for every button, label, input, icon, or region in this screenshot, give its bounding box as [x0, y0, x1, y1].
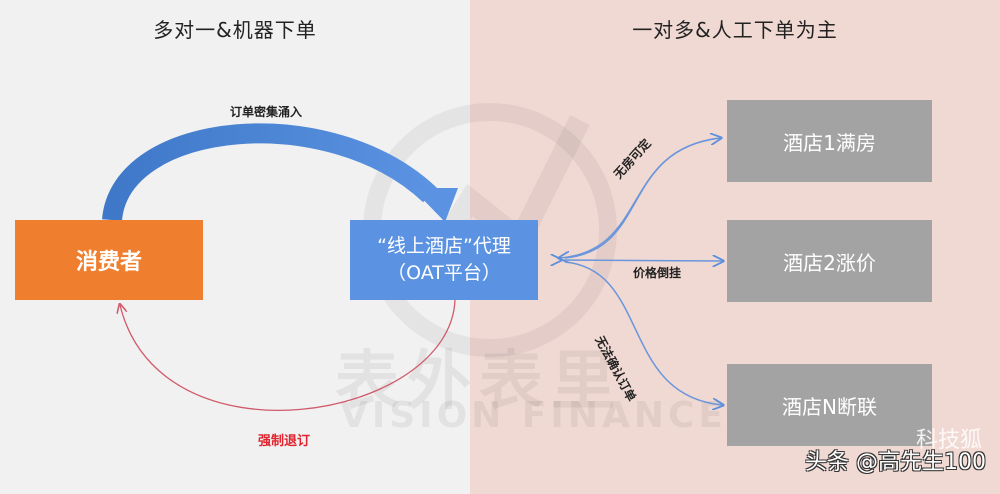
consumer-node: 消费者 — [15, 220, 203, 300]
watermark-en: VISION FINANCE — [340, 395, 727, 436]
hotel-node-2: 酒店2涨价 — [727, 220, 932, 302]
orders-flood-label: 订单密集涌入 — [230, 105, 303, 119]
platform-label-line1: “线上酒店”代理 — [377, 235, 511, 257]
forced-refund-label: 强制退订 — [258, 434, 311, 449]
hotel-label: 酒店1满房 — [783, 130, 876, 155]
hotel-node-1: 酒店1满房 — [727, 100, 932, 182]
left-section-title: 多对一&机器下单 — [153, 18, 317, 42]
platform-node: “线上酒店”代理 （OAT平台） — [350, 220, 538, 300]
right-section-title: 一对多&人工下单为主 — [632, 18, 838, 42]
hotel-label: 酒店2涨价 — [783, 250, 876, 275]
price-inversion-label: 价格倒挂 — [633, 266, 682, 280]
footer-credit: 头条 @高先生100 — [805, 450, 986, 475]
platform-label-line2: （OAT平台） — [387, 262, 501, 284]
consumer-label: 消费者 — [75, 250, 142, 275]
forced-refund-arrow — [120, 299, 456, 411]
watermark-cn: 表外表里 — [335, 345, 623, 419]
orders-flood-arrow — [102, 123, 437, 222]
overlay-watermark: 科技狐 — [915, 428, 982, 453]
orders-flood-arrowhead-icon — [412, 188, 458, 222]
hotel-label: 酒店N断联 — [782, 394, 877, 419]
hotel-node-n: 酒店N断联 — [727, 364, 932, 446]
